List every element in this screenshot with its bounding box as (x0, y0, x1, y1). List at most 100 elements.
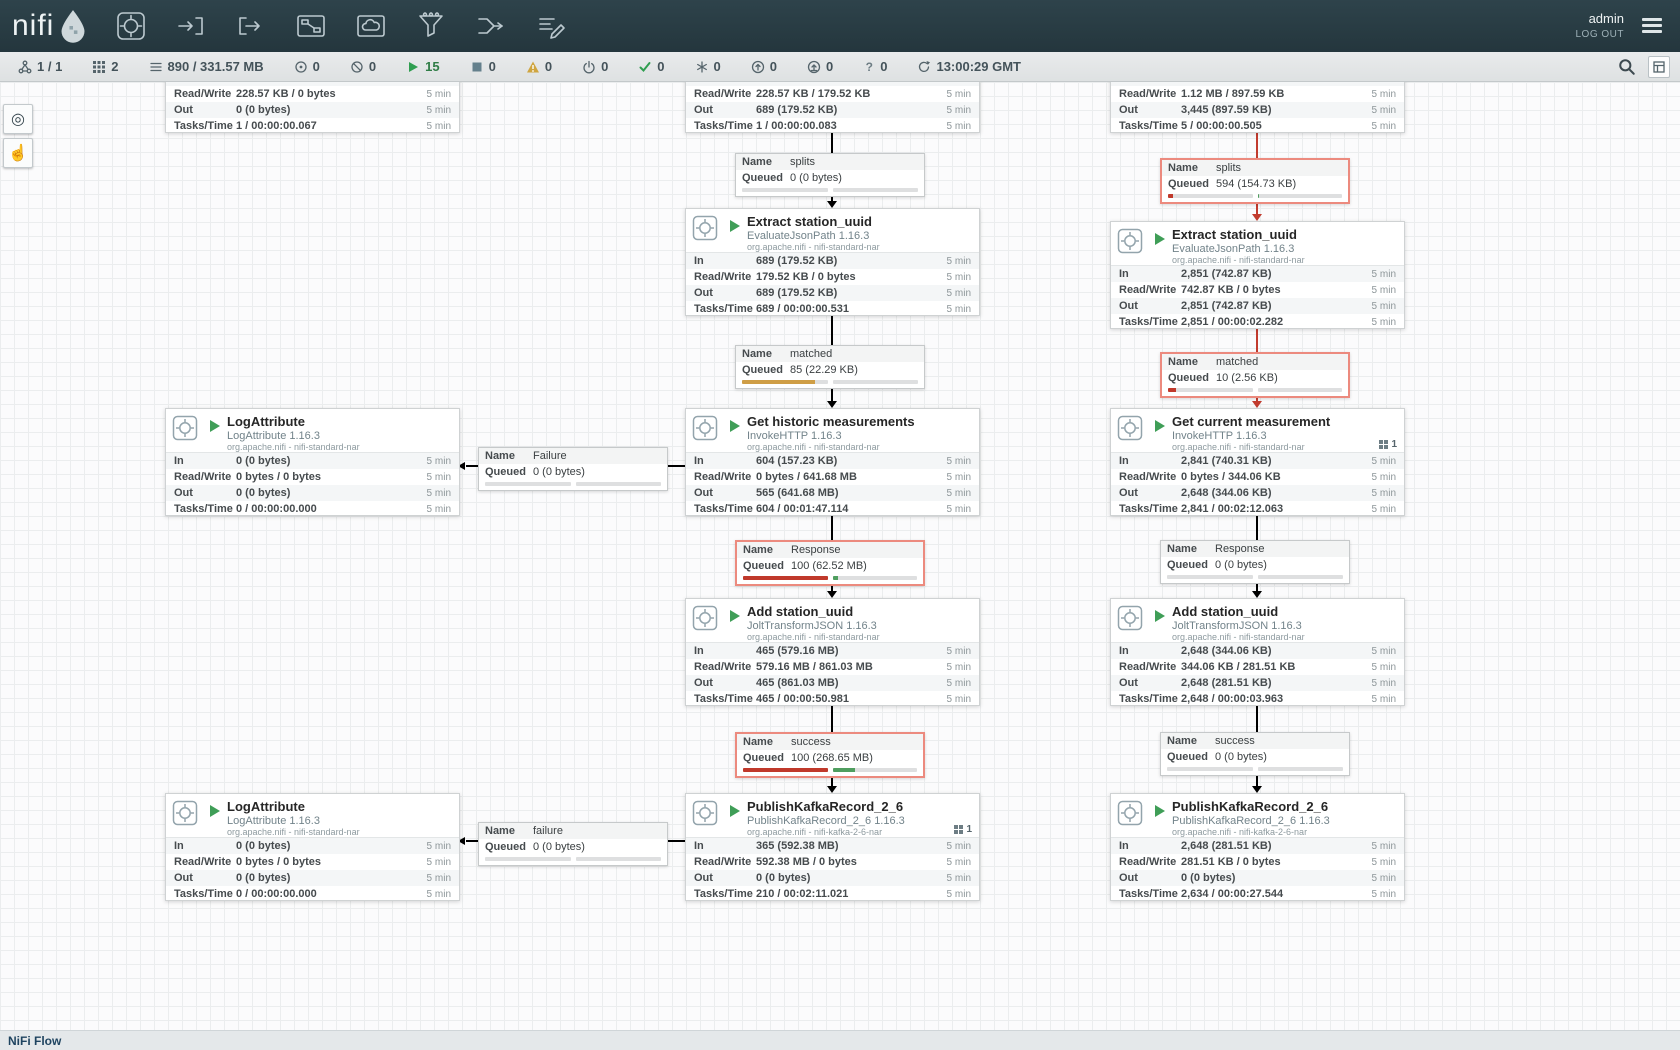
running-status: 15 (406, 59, 440, 74)
backpressure-bars (737, 766, 923, 776)
processor-type: EvaluateJsonPath 1.16.3 (747, 230, 870, 242)
processor-type: LogAttribute 1.16.3 (227, 815, 320, 827)
processor-bundle: org.apache.nifi - nifi-standard-nar (227, 442, 360, 452)
active-threads-status: 2 (92, 59, 119, 74)
processor-icon (1117, 605, 1143, 636)
running-status-icon (730, 220, 740, 232)
running-status-icon (730, 610, 740, 622)
input-port-tool-icon[interactable] (174, 6, 208, 46)
global-menu-icon[interactable] (1638, 14, 1666, 37)
up-to-date-status: 0 (638, 59, 665, 74)
running-status-icon (1155, 420, 1165, 432)
stat-value: 228.57 KB / 0 bytes (236, 88, 336, 100)
process-group-tool-icon[interactable] (294, 6, 328, 46)
processor-node-add-station-uuid[interactable]: Add station_uuid JoltTransformJSON 1.16.… (685, 598, 980, 706)
backpressure-bars (1161, 765, 1349, 775)
transmitting-icon (295, 60, 307, 73)
processor-icon (692, 605, 718, 636)
processor-name: Get current measurement (1172, 414, 1331, 429)
processor-node-logattribute[interactable]: LogAttribute LogAttribute 1.16.3 org.apa… (165, 793, 460, 901)
backpressure-bars (736, 378, 924, 388)
locally-modified-stale-status: 0 (807, 59, 833, 74)
breadcrumb[interactable]: NiFi Flow (8, 1033, 62, 1048)
disabled-status: 0 (582, 59, 608, 74)
processor-tool-icon[interactable] (114, 6, 148, 46)
backpressure-bars (479, 480, 667, 490)
processor-node-logattribute[interactable]: LogAttribute LogAttribute 1.16.3 org.apa… (165, 408, 460, 516)
processor-name: Extract station_uuid (747, 214, 872, 229)
app-header: nifi admin (0, 0, 1680, 52)
logout-link[interactable]: LOG OUT (1575, 28, 1624, 40)
processor-node-get-current-measurement[interactable]: Get current measurement InvokeHTTP 1.16.… (1110, 408, 1405, 516)
processor-node-publishkafka[interactable]: PublishKafkaRecord_2_6 PublishKafkaRecor… (1110, 793, 1405, 901)
refresh-status[interactable]: 13:00:29 GMT (917, 59, 1021, 74)
stat-value: 5 / 00:00:00.505 (1181, 120, 1262, 132)
remote-process-group-tool-icon[interactable] (354, 6, 388, 46)
stale-arrow-icon (751, 60, 764, 73)
output-port-tool-icon[interactable] (234, 6, 268, 46)
processor-type: LogAttribute 1.16.3 (227, 430, 320, 442)
processor-node-get-historic-measurements[interactable]: Get historic measurements InvokeHTTP 1.1… (685, 408, 980, 516)
processor-type: EvaluateJsonPath 1.16.3 (1172, 243, 1295, 255)
processor-name: LogAttribute (227, 414, 305, 429)
processor-node-publishkafka[interactable]: PublishKafkaRecord_2_6 PublishKafkaRecor… (685, 793, 980, 901)
processor-bundle: org.apache.nifi - nifi-standard-nar (747, 242, 880, 252)
queued-status: 890 / 331.57 MB (149, 59, 264, 74)
disabled-icon (583, 60, 595, 73)
label-tool-icon[interactable] (534, 6, 568, 46)
processor-type: PublishKafkaRecord_2_6 1.16.3 (747, 815, 905, 827)
processor-type: JoltTransformJSON 1.16.3 (1172, 620, 1302, 632)
processor-node-extract-station-uuid[interactable]: Extract station_uuid EvaluateJsonPath 1.… (685, 208, 980, 316)
operate-palette-button[interactable]: ☝ (3, 138, 33, 168)
processor-icon (692, 215, 718, 246)
droplet-icon (61, 10, 85, 43)
locally-modified-status: 0 (695, 59, 721, 74)
component-toolbar (114, 6, 568, 46)
sync-failure-question-icon: ? (865, 59, 873, 74)
processor-node-extract-station-uuid[interactable]: Extract station_uuid EvaluateJsonPath 1.… (1110, 221, 1405, 329)
stat-value: 1 / 00:00:00.083 (756, 120, 837, 132)
processor-name: PublishKafkaRecord_2_6 (1172, 799, 1329, 814)
processor-node-add-station-uuid[interactable]: Add station_uuid JoltTransformJSON 1.16.… (1110, 598, 1405, 706)
active-threads-badge: 1 (1379, 439, 1397, 450)
up-to-date-check-icon (639, 61, 651, 72)
refresh-icon[interactable] (917, 60, 931, 74)
running-status-icon (1155, 233, 1165, 245)
search-icon[interactable] (1618, 58, 1636, 76)
cluster-status: 1 / 1 (18, 59, 62, 74)
processor-icon (1117, 228, 1143, 259)
stat-value: 1.12 MB / 897.59 KB (1181, 88, 1285, 100)
funnel-tool-icon[interactable] (414, 6, 448, 46)
not-transmitting-icon (351, 60, 363, 73)
processor-bundle: org.apache.nifi - nifi-standard-nar (747, 442, 880, 452)
queued-list-icon (149, 62, 162, 71)
invalid-status: 0 (526, 59, 552, 74)
running-status-icon (730, 805, 740, 817)
running-status-icon (1155, 610, 1165, 622)
processor-icon (692, 415, 718, 446)
processor-icon (172, 800, 198, 831)
status-bar: 1 / 1 2 890 / 331.57 MB 0 0 15 0 0 0 0 0 (0, 52, 1680, 82)
processor-icon (172, 415, 198, 446)
navigate-palette-button[interactable]: ◎ (3, 104, 33, 134)
processor-name: Get historic measurements (747, 414, 915, 429)
template-tool-icon[interactable] (474, 6, 508, 46)
stat-value: 0 (0 bytes) (236, 104, 291, 116)
canvas-panel-button[interactable] (1648, 55, 1670, 78)
backpressure-bars (736, 186, 924, 196)
hand-icon: ☝ (8, 145, 28, 162)
